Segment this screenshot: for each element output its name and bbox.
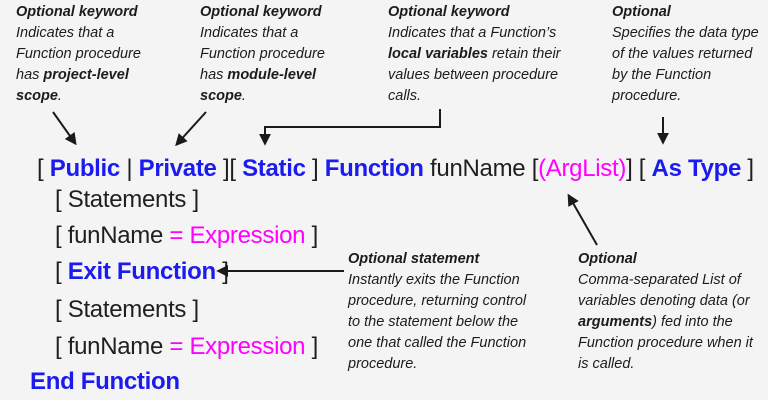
note-as-type: Optional Specifies the data type of the … xyxy=(612,2,762,107)
note-text-bold: module-level scope xyxy=(200,67,317,104)
bracket-text: ] [ xyxy=(626,155,652,182)
arrow-to-static xyxy=(259,109,441,146)
syntax-declaration-line: [ Public | Private ][ Static ] Function … xyxy=(37,155,754,183)
bracket-text: ] xyxy=(305,155,325,182)
exit-function-line: [ Exit Function ] xyxy=(55,258,229,286)
keyword-private: Private xyxy=(138,155,217,182)
note-text: Indicates that a Function procedure has xyxy=(16,25,141,83)
arglist-text: (ArgList) xyxy=(538,155,627,182)
bracket-text: [ xyxy=(55,258,68,285)
statements-line-2: [ Statements ] xyxy=(55,296,199,323)
keyword-static: Static xyxy=(242,155,306,182)
keyword-as-type: As Type xyxy=(651,155,742,182)
note-text-bold: project-level scope xyxy=(16,67,129,104)
assignment-line-1: [ funName = Expression ] xyxy=(55,222,318,250)
note-text: retain their values between procedure ca… xyxy=(388,46,561,104)
funname-text: funName xyxy=(423,155,532,182)
note-text-bold: arguments xyxy=(578,314,653,330)
note-body: Indicates that a Function procedure has … xyxy=(200,23,342,107)
note-header: Optional keyword xyxy=(388,4,510,20)
note-header: Optional xyxy=(578,251,637,267)
expression-text: = Expression xyxy=(169,333,306,360)
bracket-text: ] xyxy=(305,222,319,249)
arrow-to-private xyxy=(175,111,207,147)
statements-line-1: [ Statements ] xyxy=(55,186,199,213)
note-header: Optional xyxy=(612,4,671,20)
bracket-text: ] xyxy=(215,258,229,285)
expression-text: = Expression xyxy=(169,222,306,249)
bracket-text: [ xyxy=(37,155,50,182)
note-text: . xyxy=(241,88,246,104)
note-body: Specifies the data type of the values re… xyxy=(612,25,759,104)
note-text: Comma-separated List of variables denoti… xyxy=(578,272,750,309)
pipe-separator: | xyxy=(119,155,139,182)
keyword-exit-function: Exit Function xyxy=(67,258,216,285)
note-body: Indicates that a Function’s local variab… xyxy=(388,23,580,107)
assignment-line-2: [ funName = Expression ] xyxy=(55,333,318,361)
bracket-text: ] xyxy=(741,155,754,182)
note-body: Instantly exits the Function procedure, … xyxy=(348,272,527,372)
arrow-to-public xyxy=(52,111,77,146)
keyword-public: Public xyxy=(49,155,121,182)
bracket-text: ][ xyxy=(216,155,243,182)
note-header: Optional keyword xyxy=(16,4,138,20)
note-text: ) fed into the Function procedure when i… xyxy=(578,314,753,372)
note-body: Indicates that a Function procedure has … xyxy=(16,23,158,107)
bracket-text: [ xyxy=(531,155,539,182)
note-header: Optional statement xyxy=(348,251,480,267)
note-body: Comma-separated List of variables denoti… xyxy=(578,270,766,375)
note-static-keyword: Optional keyword Indicates that a Functi… xyxy=(388,2,580,107)
arrow-to-arglist xyxy=(567,193,598,246)
note-text: Indicates that a Function’s xyxy=(388,25,557,41)
note-text: Indicates that a Function procedure has xyxy=(200,25,325,83)
note-header: Optional keyword xyxy=(200,4,322,20)
note-exit-statement: Optional statement Instantly exits the F… xyxy=(348,249,540,375)
note-text: . xyxy=(57,88,62,104)
note-text-bold: local variables xyxy=(388,46,488,62)
note-arglist: Optional Comma-separated List of variabl… xyxy=(578,249,766,375)
note-private-scope: Optional keyword Indicates that a Functi… xyxy=(200,2,342,107)
keyword-end-function: End Function xyxy=(30,368,180,395)
bracket-text: ] xyxy=(305,333,319,360)
bracket-text: [ funName xyxy=(55,333,170,360)
keyword-function: Function xyxy=(324,155,424,182)
note-public-scope: Optional keyword Indicates that a Functi… xyxy=(16,2,158,107)
bracket-text: [ funName xyxy=(55,222,170,249)
